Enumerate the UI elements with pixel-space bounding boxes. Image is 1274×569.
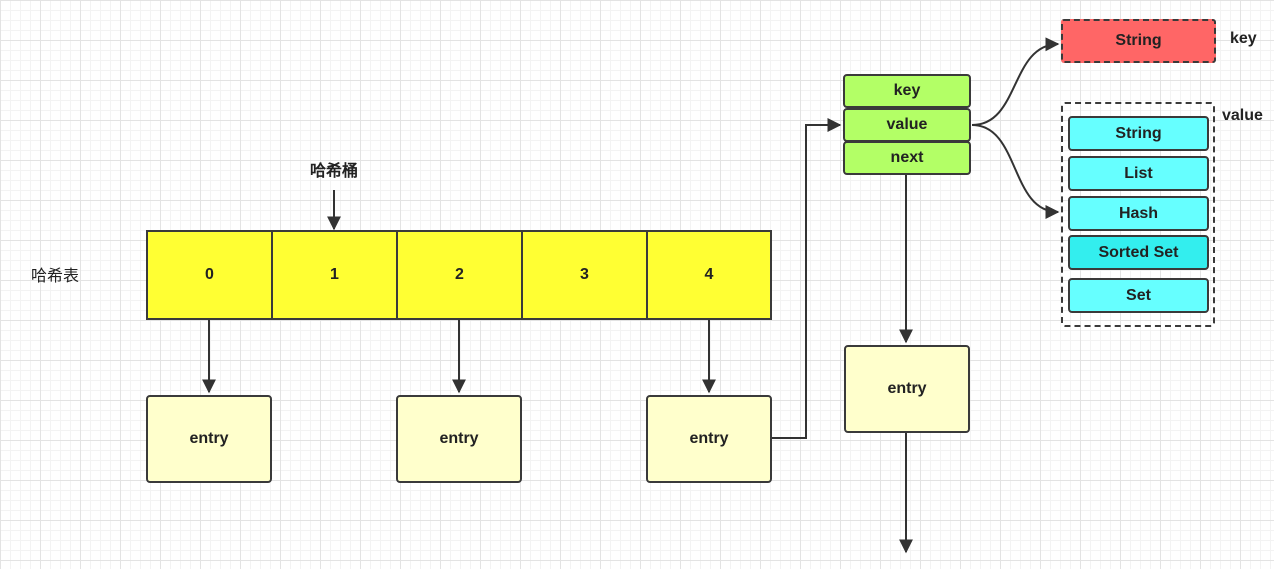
value-type-sorted-set: Sorted Set xyxy=(1068,235,1209,270)
value-type-list: List xyxy=(1068,156,1209,191)
entry-field-value: value xyxy=(843,108,971,142)
value-to-key-type-arrow xyxy=(971,37,1060,126)
key-type-string: String xyxy=(1061,19,1216,63)
entry-field-key: key xyxy=(843,74,971,108)
bucket-2: 2 xyxy=(396,230,523,320)
value-type-set: Set xyxy=(1068,278,1209,313)
entry-bucket-0: entry xyxy=(146,395,272,483)
value-to-value-types-arrow xyxy=(971,124,1060,219)
entry-to-fields-arrow xyxy=(772,118,842,439)
value-types-group xyxy=(1061,102,1215,327)
entry-chained: entry xyxy=(844,345,970,433)
entry-bucket-2: entry xyxy=(396,395,522,483)
hash-table-label: 哈希表 xyxy=(31,268,80,285)
bucket-0: 0 xyxy=(146,230,273,320)
bucket-3: 3 xyxy=(521,230,648,320)
value-type-hash: Hash xyxy=(1068,196,1209,231)
value-group-label: value xyxy=(1222,107,1263,124)
bucket-1: 1 xyxy=(271,230,398,320)
key-group-label: key xyxy=(1230,30,1257,47)
hash-bucket-label: 哈希桶 xyxy=(310,163,359,180)
bucket-4: 4 xyxy=(646,230,772,320)
entry-bucket-4: entry xyxy=(646,395,772,483)
value-type-string: String xyxy=(1068,116,1209,151)
entry-field-next: next xyxy=(843,141,971,175)
